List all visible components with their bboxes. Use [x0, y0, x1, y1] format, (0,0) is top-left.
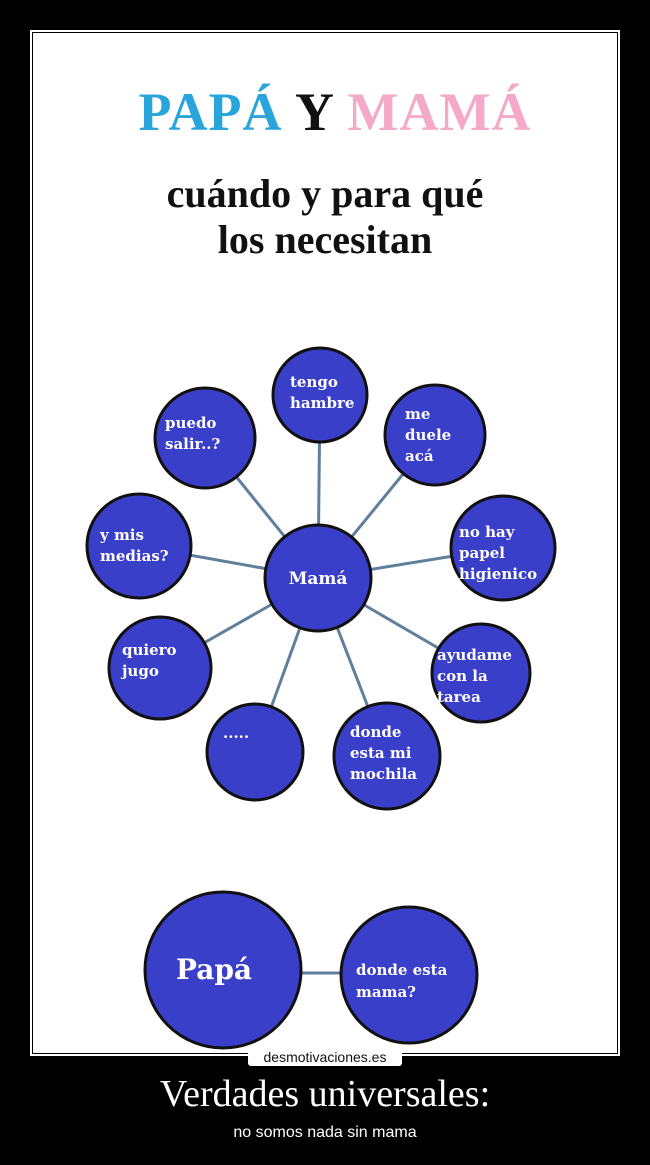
mama-need-node: no hay papel higienico [449, 494, 557, 602]
node-label: hambre [290, 394, 354, 412]
papa-circle [143, 890, 303, 1050]
mama-center-node: Mamá [263, 523, 373, 633]
mama-need-node: ayudame con la tarea [430, 622, 532, 724]
mama-need-node: puedo salir..? [153, 386, 257, 490]
node-circle [107, 615, 213, 721]
diagram-nodes: tengo hambre me duele acá no hay papel higienic… [85, 346, 557, 811]
subtitle-line-1: cuándo y para qué [166, 171, 484, 216]
node-label: jugo [120, 662, 159, 680]
center-label: Mamá [289, 569, 348, 589]
poster-title: PAPÁ Y MAMÁ [33, 81, 617, 143]
mama-need-node: tengo hambre [271, 346, 369, 444]
node-label: ..... [223, 724, 249, 742]
papa-need-label: mama? [356, 983, 416, 1001]
node-label: salir..? [165, 435, 221, 453]
node-circle [271, 346, 369, 444]
need-diagram: tengo hambre me duele acá no hay papel higienic… [85, 346, 557, 1050]
node-label: y mis [99, 526, 144, 544]
node-label: me [405, 405, 430, 423]
node-label: tengo [290, 373, 338, 391]
node-circle [205, 702, 305, 802]
mama-need-node: donde esta mi mochila [332, 701, 442, 811]
node-circle [85, 492, 193, 600]
subtitle-line-2: los necesitan [217, 217, 433, 262]
title-mama: MAMÁ [347, 82, 532, 142]
caption-subtitle: no somos nada sin mama [233, 1124, 417, 1141]
mama-need-node: y mis medias? [85, 492, 193, 600]
node-label: ayudame [437, 646, 512, 664]
title-papa: PAPÁ [138, 82, 283, 142]
node-circle [153, 386, 257, 490]
title-y: Y [295, 82, 334, 142]
center-circle [263, 523, 373, 633]
node-label: acá [405, 447, 434, 465]
node-label: mochila [350, 765, 417, 783]
node-label: con la [437, 667, 488, 685]
papa-need-label: donde esta [356, 961, 448, 979]
node-label: tarea [437, 688, 481, 706]
mama-need-node: ..... [205, 702, 305, 802]
node-label: esta mi [350, 744, 412, 762]
mama-need-node: quiero jugo [107, 615, 213, 721]
node-label: quiero [122, 641, 177, 659]
node-label: donde [350, 723, 401, 741]
node-label: no hay [459, 523, 516, 541]
node-label: puedo [165, 414, 216, 432]
node-circle [332, 701, 442, 811]
poster-subtitle: cuándo y para qué los necesitan [33, 171, 617, 263]
node-circle [430, 622, 532, 724]
node-label: papel [459, 544, 505, 562]
caption-title: Verdades universales: [159, 1073, 491, 1115]
node-circle [383, 383, 487, 487]
node-label: higienico [459, 565, 537, 583]
node-circle [449, 494, 557, 602]
node-label: medias? [100, 547, 169, 565]
poster: PAPÁ Y MAMÁ cuándo y para qué los necesi… [33, 33, 617, 1053]
papa-need-circle [339, 905, 479, 1045]
node-label: duele [405, 426, 451, 444]
mama-need-node: me duele acá [383, 383, 487, 487]
papa-diagram: Papá donde esta mama? [143, 890, 479, 1050]
site-brand: desmotivaciones.es [248, 1048, 402, 1066]
papa-label: Papá [176, 953, 252, 986]
